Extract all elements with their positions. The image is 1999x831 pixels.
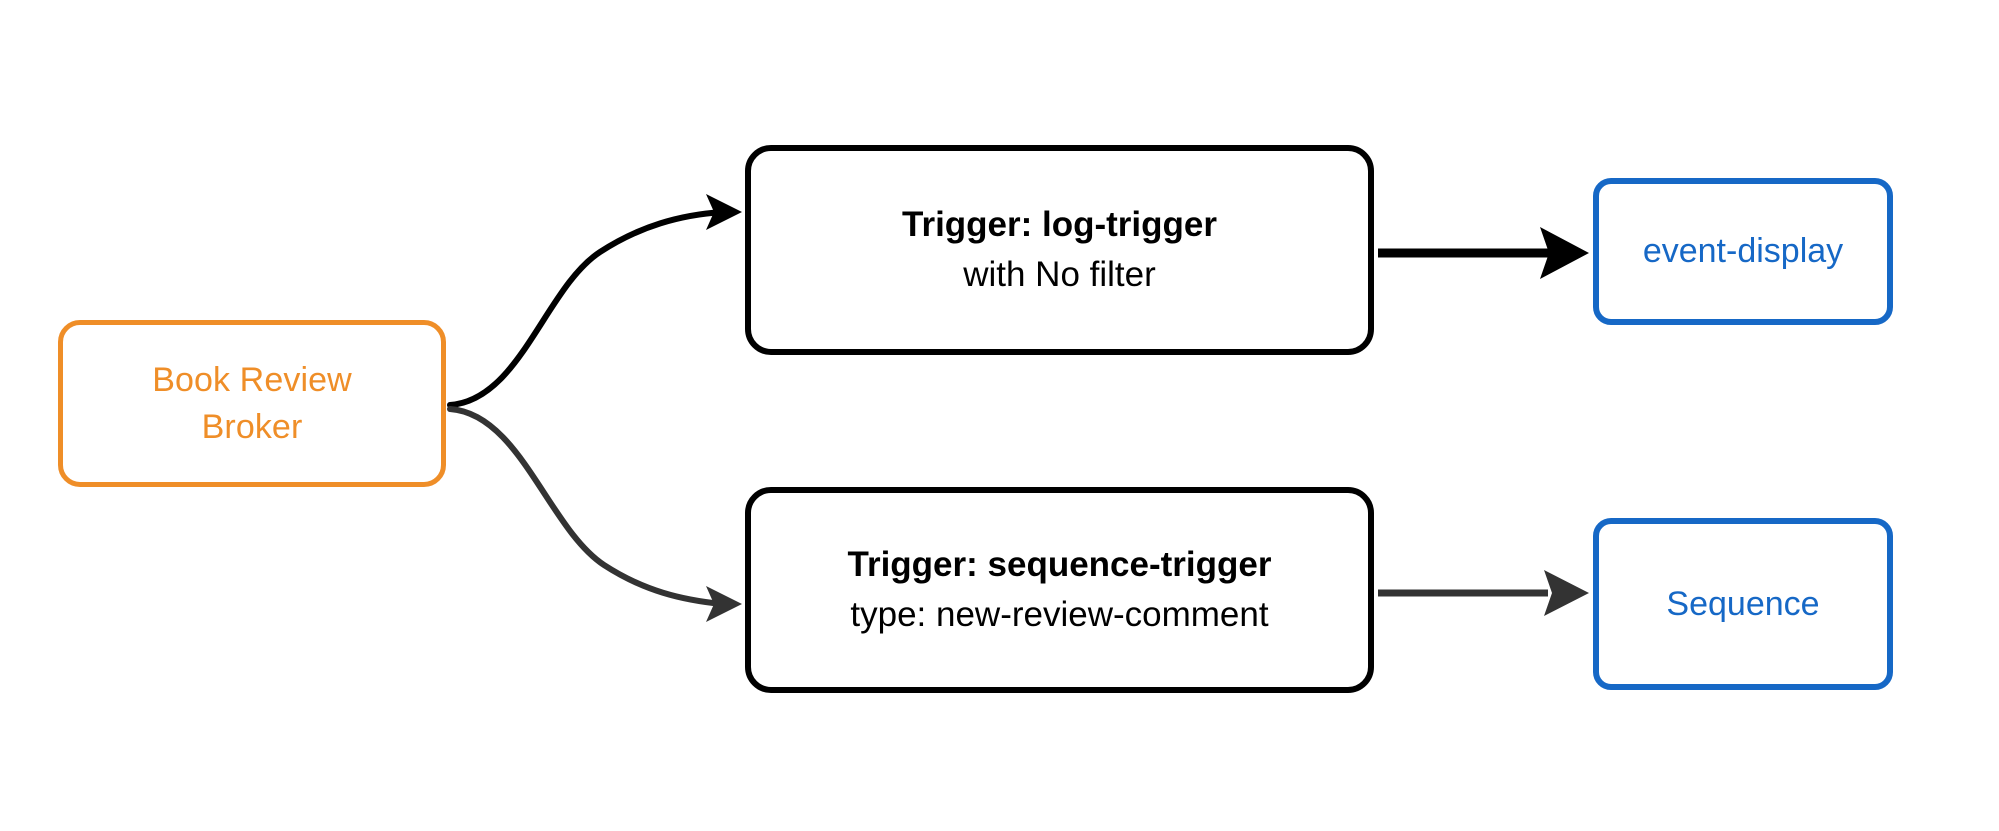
node-book-review-broker[interactable]: Book Review Broker bbox=[58, 320, 446, 487]
edge-log-trigger-to-event-display bbox=[1378, 227, 1589, 279]
event-display-label: event-display bbox=[1642, 232, 1844, 271]
log-trigger-subtitle: with No filter bbox=[963, 254, 1156, 294]
node-sequence-trigger[interactable]: Trigger: sequence-trigger type: new-revi… bbox=[745, 487, 1374, 693]
sequence-trigger-subtitle: type: new-review-comment bbox=[850, 594, 1269, 634]
broker-label-line2: Broker bbox=[201, 407, 303, 446]
sequence-trigger-title: Trigger: sequence-trigger bbox=[847, 545, 1272, 585]
node-log-trigger[interactable]: Trigger: log-trigger with No filter bbox=[745, 145, 1374, 355]
node-event-display[interactable]: event-display bbox=[1593, 178, 1893, 325]
broker-label-line1: Book Review bbox=[152, 361, 352, 400]
edge-sequence-trigger-to-sequence bbox=[1378, 570, 1589, 616]
log-trigger-title: Trigger: log-trigger bbox=[902, 205, 1217, 245]
edge-broker-to-sequence-trigger bbox=[447, 406, 742, 622]
sequence-label: Sequence bbox=[1666, 584, 1820, 623]
edge-broker-to-log-trigger bbox=[447, 194, 742, 408]
node-sequence[interactable]: Sequence bbox=[1593, 518, 1893, 690]
